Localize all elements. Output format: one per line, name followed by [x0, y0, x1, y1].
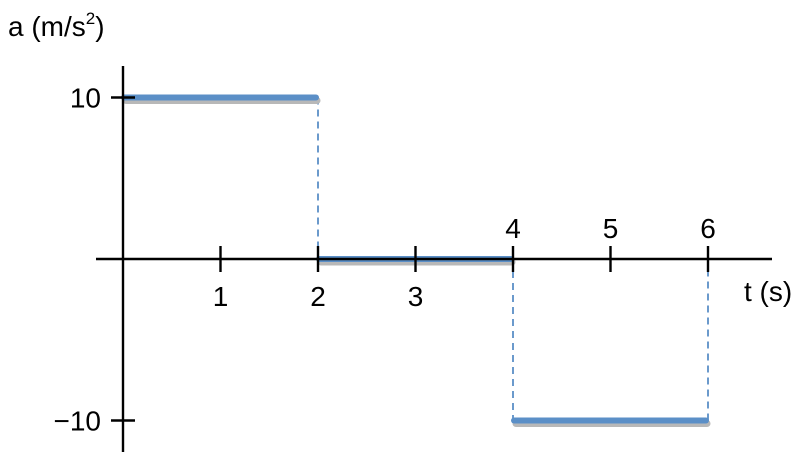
x-tick-label-6: 6: [700, 213, 716, 244]
chart-ticks: 1 2 3 4 5 6 10 −10: [54, 83, 716, 437]
chart-labels: a (m/s2) t (s): [8, 9, 792, 307]
x-tick-label-1: 1: [213, 281, 229, 312]
y-tick-label-neg10: −10: [54, 406, 102, 437]
x-tick-label-2: 2: [310, 281, 326, 312]
x-tick-label-4: 4: [505, 213, 521, 244]
y-axis-label-superscript: 2: [86, 9, 95, 28]
x-axis-label: t (s): [744, 276, 792, 307]
y-axis-label-close: ): [95, 11, 104, 42]
y-axis-label: a (m/s2): [8, 9, 105, 42]
chart-axes: [96, 66, 772, 452]
x-tick-label-3: 3: [408, 281, 424, 312]
x-tick-label-5: 5: [603, 213, 619, 244]
y-tick-label-10: 10: [70, 83, 101, 114]
y-axis-label-main: a (m/s: [8, 11, 86, 42]
